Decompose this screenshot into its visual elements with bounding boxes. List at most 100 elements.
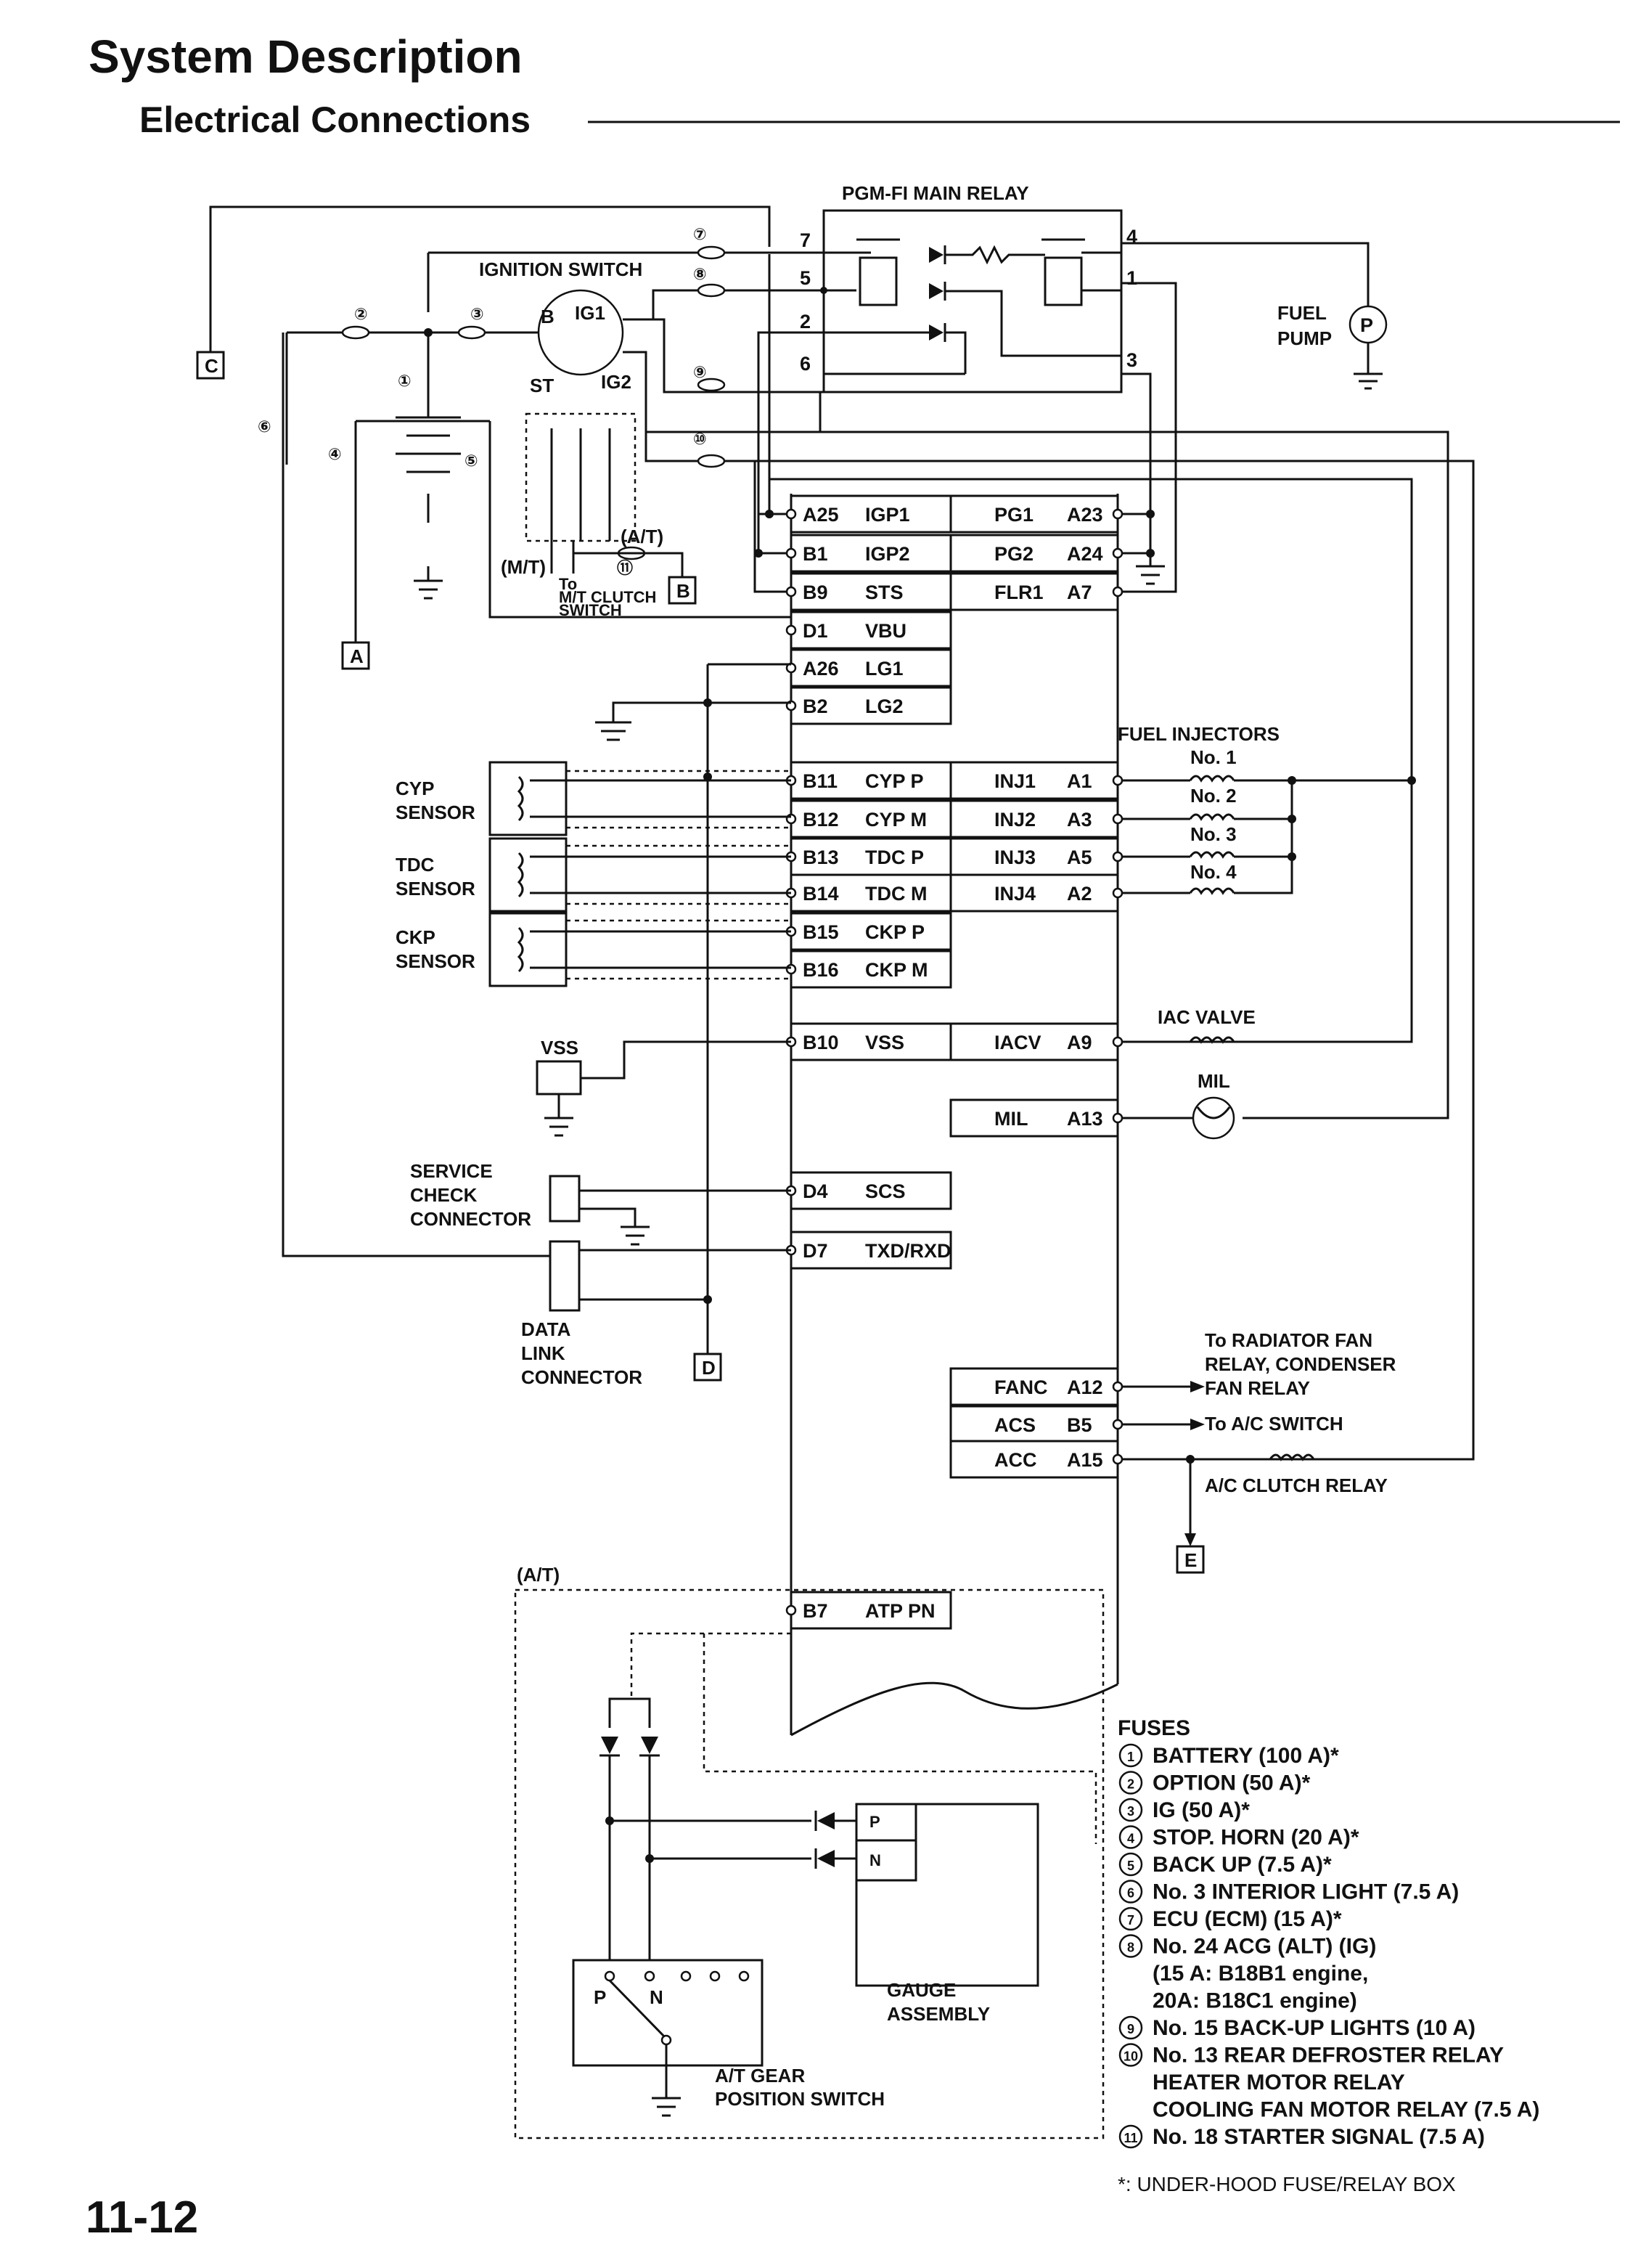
ecm-right-pin-label: A24 bbox=[1067, 543, 1103, 565]
ig-st: ST bbox=[530, 375, 554, 396]
ecm-right-signal-label: INJ1 bbox=[994, 770, 1036, 792]
fuse-item-text: No. 18 STARTER SIGNAL (7.5 A) bbox=[1153, 2125, 1485, 2149]
connector-b bbox=[668, 576, 697, 605]
fuse-item-text: BACK UP (7.5 A)* bbox=[1153, 1853, 1332, 1877]
ecm-left-pin-box bbox=[790, 1171, 952, 1210]
ecm-left-pin-box bbox=[790, 611, 952, 650]
ecm-right-pin-box bbox=[949, 1440, 1119, 1479]
fuse-item-text: No. 3 INTERIOR LIGHT (7.5 A) bbox=[1153, 1880, 1459, 1904]
ecm-right-pin-label: A2 bbox=[1067, 883, 1092, 905]
fuse-number: 2 bbox=[1127, 1777, 1134, 1792]
atsw-label-2: POSITION SWITCH bbox=[715, 2088, 885, 2110]
ecm-left-pin-box bbox=[790, 1591, 952, 1630]
fuse-number-circle bbox=[1118, 1798, 1143, 1822]
ecm-left-pin-label: D7 bbox=[803, 1240, 828, 1262]
ecm-left-pin-box bbox=[790, 912, 952, 951]
ecm-right-pin-box bbox=[949, 534, 1119, 573]
at-gear-switch-box bbox=[572, 1959, 764, 2067]
fuse-number: 8 bbox=[1127, 1941, 1134, 1955]
ecm-left-pin-label: B1 bbox=[803, 543, 828, 565]
ecm-right-signal-label: FLR1 bbox=[994, 582, 1044, 603]
to-mt-1: To bbox=[559, 575, 577, 593]
ecm-left-pin-label: D1 bbox=[803, 620, 828, 642]
relay-pin-5: 5 bbox=[800, 267, 811, 289]
service-check-connector bbox=[549, 1175, 581, 1223]
ecm-left-pin-label: A25 bbox=[803, 504, 839, 526]
fuse-10-marker: ⑩ bbox=[693, 430, 707, 448]
ecm-left-pin-label: D4 bbox=[803, 1180, 828, 1202]
connector-e bbox=[1176, 1545, 1205, 1574]
gauge-label-1: GAUGE bbox=[887, 1979, 956, 2001]
iac-label: IAC VALVE bbox=[1158, 1006, 1256, 1028]
ecm-left-terminal bbox=[785, 547, 797, 559]
ecm-left-pin-label: B11 bbox=[803, 770, 838, 792]
dlc-label-3: CONNECTOR bbox=[521, 1366, 642, 1388]
fuse-item-text: (15 A: B18B1 engine, bbox=[1153, 1962, 1368, 1986]
ecm-right-terminal bbox=[1112, 813, 1124, 825]
fuse-number-circle bbox=[1118, 2043, 1143, 2067]
dlc-wiring bbox=[579, 1249, 791, 1301]
ecm-right-signal-label: PG2 bbox=[994, 543, 1034, 565]
ecm-left-signal-label: IGP2 bbox=[865, 543, 910, 565]
cyp-label-1: CYP bbox=[396, 778, 434, 799]
ecm-left-pin-box bbox=[790, 799, 952, 839]
inj-no-3: No. 3 bbox=[1190, 823, 1237, 845]
gauge-n: N bbox=[869, 1851, 881, 1869]
ecm-right-terminal bbox=[1112, 1381, 1124, 1392]
fuse-item-text: IG (50 A)* bbox=[1153, 1798, 1250, 1822]
ecm-left-pin-box bbox=[790, 873, 952, 913]
ckp-label-2: SENSOR bbox=[396, 950, 475, 972]
ecm-left-signal-label: LG1 bbox=[865, 658, 904, 680]
fuse-item-text: ECU (ECM) (15 A)* bbox=[1153, 1907, 1342, 1931]
ecm-left-pin-label: B2 bbox=[803, 696, 828, 717]
connector-a-label: A bbox=[350, 645, 364, 667]
mil-wiring bbox=[1121, 1106, 1231, 1119]
inj-no-4: No. 4 bbox=[1190, 861, 1237, 883]
ecm-left-pin-label: B7 bbox=[803, 1600, 828, 1622]
connector-e-label: E bbox=[1184, 1549, 1197, 1571]
ecm-left-signal-label: ATP PN bbox=[865, 1600, 936, 1622]
ecm-left-pin-label: B15 bbox=[803, 921, 839, 943]
shield-junction bbox=[703, 772, 712, 781]
ecm-left-terminal bbox=[785, 1604, 797, 1616]
gauge-assembly-box bbox=[855, 1803, 1039, 1987]
fuse-item-text: STOP. HORN (20 A)* bbox=[1153, 1826, 1359, 1850]
ecm-left-terminal bbox=[785, 624, 797, 636]
injector-wiring bbox=[1121, 775, 1412, 895]
ecm-left-pin-label: B12 bbox=[803, 809, 839, 831]
dlc-label-2: LINK bbox=[521, 1342, 565, 1364]
ig-ig2: IG2 bbox=[601, 371, 631, 393]
ecm-right-pin-label: A12 bbox=[1067, 1376, 1103, 1398]
fuse-number: 5 bbox=[1127, 1859, 1134, 1873]
ig-b: B bbox=[541, 306, 554, 327]
ecm-right-pin-label: A23 bbox=[1067, 504, 1103, 526]
atsw-n: N bbox=[650, 1986, 663, 2008]
option-fuse-wire bbox=[282, 333, 552, 1257]
ecm-right-pin-label: A9 bbox=[1067, 1032, 1092, 1053]
fuse-number-circle bbox=[1118, 1825, 1143, 1849]
ecm-left-signal-label: CKP P bbox=[865, 921, 925, 943]
connector-a bbox=[341, 641, 370, 670]
fuse-item-text: No. 13 REAR DEFROSTER RELAY bbox=[1153, 2044, 1504, 2068]
ckp-sensor-box bbox=[488, 912, 568, 987]
page-number: 11-12 bbox=[86, 2192, 198, 2243]
fuse-number-circle bbox=[1118, 1771, 1143, 1795]
ecm-right-pin-box bbox=[949, 837, 1119, 876]
tdc-label-2: SENSOR bbox=[396, 878, 475, 900]
ecm-right-pin-label: A3 bbox=[1067, 809, 1092, 831]
tdc-sensor-box bbox=[488, 837, 568, 913]
ecm-right-pin-label: A13 bbox=[1067, 1108, 1103, 1130]
fuse-number-circle bbox=[1118, 1934, 1143, 1958]
ckp-label-1: CKP bbox=[396, 926, 435, 948]
ecm-break bbox=[790, 1681, 1118, 1737]
gauge-terminal-box bbox=[856, 1804, 917, 1882]
fuse-item-text: 20A: B18C1 engine) bbox=[1153, 1989, 1357, 2013]
ecm-left-terminal bbox=[785, 586, 797, 597]
fuse-7-marker: ⑦ bbox=[693, 225, 707, 243]
fuse-number: 4 bbox=[1127, 1832, 1134, 1846]
to-mt-2: M/T CLUTCH bbox=[559, 588, 656, 606]
ecm-right-pin-label: A1 bbox=[1067, 770, 1092, 792]
